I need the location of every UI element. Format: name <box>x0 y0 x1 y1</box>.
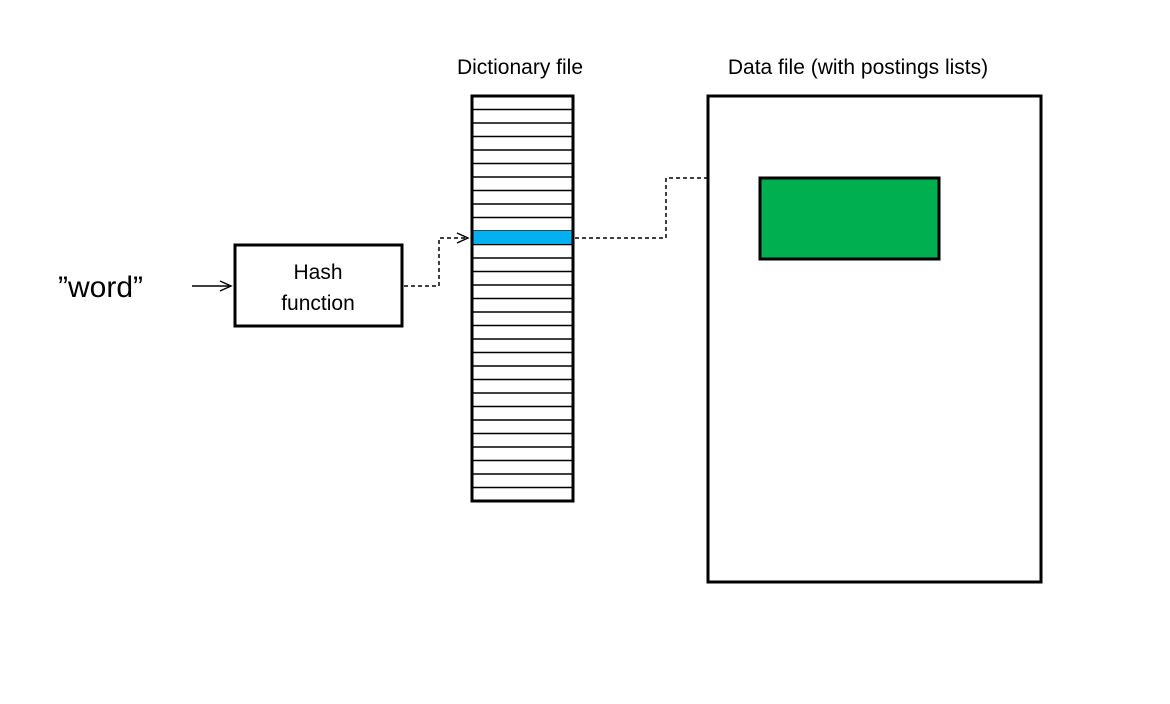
dictionary-selected-entry <box>472 231 573 244</box>
dictionary-file <box>470 94 575 503</box>
data-file-box <box>706 94 1043 584</box>
dictionary-file-border <box>470 94 575 503</box>
hash-function-box <box>233 243 404 328</box>
hash-function-label-line1: Hash <box>293 261 342 284</box>
data-file-title: Data file (with postings lists) <box>728 56 988 79</box>
hash-to-dictionary-arrow <box>404 232 470 287</box>
hash-function-label-line2: function <box>281 292 355 315</box>
posting-list-block <box>758 176 941 261</box>
input-word-label: ”word” <box>58 271 143 304</box>
dictionary-rows <box>472 108 573 489</box>
dictionary-file-title: Dictionary file <box>457 56 583 79</box>
